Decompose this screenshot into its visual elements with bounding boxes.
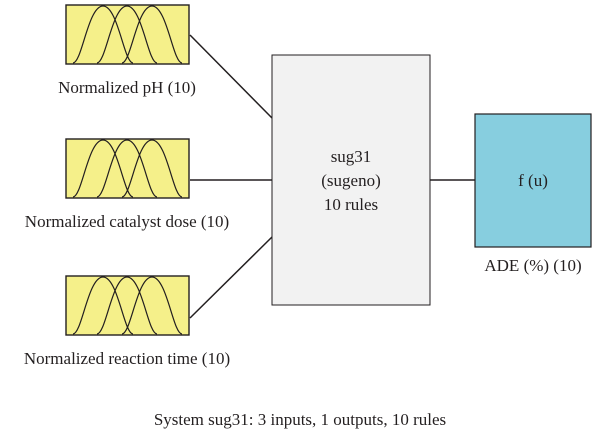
gaussian-membership-icon — [72, 276, 183, 335]
input-label-pH: Normalized pH (10) — [58, 78, 196, 97]
rule-block[interactable]: sug31 (sugeno) 10 rules — [271, 54, 431, 306]
system-rules: 10 rules — [324, 195, 378, 214]
connection-lines — [189, 34, 475, 319]
output-ADE[interactable]: f (u) — [474, 113, 592, 248]
output-function: f (u) — [518, 171, 548, 190]
system-type: (sugeno) — [321, 171, 380, 190]
input-box-reaction-time[interactable] — [65, 275, 190, 336]
rule-block-box[interactable] — [271, 54, 431, 306]
input-box-catalyst-dose[interactable] — [65, 138, 190, 199]
input-pH[interactable] — [65, 4, 190, 65]
input-catalyst-dose[interactable] — [65, 138, 190, 199]
input-label-reaction-time: Normalized reaction time (10) — [24, 349, 230, 368]
output-box[interactable] — [474, 113, 592, 248]
gaussian-membership-icon — [72, 5, 183, 64]
input-label-catalyst-dose: Normalized catalyst dose (10) — [25, 212, 229, 231]
output-label: ADE (%) (10) — [484, 256, 581, 275]
wire-input-1 — [189, 34, 273, 119]
wire-input-3 — [189, 236, 273, 319]
system-summary: System sug31: 3 inputs, 1 outputs, 10 ru… — [154, 410, 446, 429]
gaussian-membership-icon — [72, 139, 183, 198]
system-name: sug31 — [331, 147, 372, 166]
input-box-pH[interactable] — [65, 4, 190, 65]
input-reaction-time[interactable] — [65, 275, 190, 336]
